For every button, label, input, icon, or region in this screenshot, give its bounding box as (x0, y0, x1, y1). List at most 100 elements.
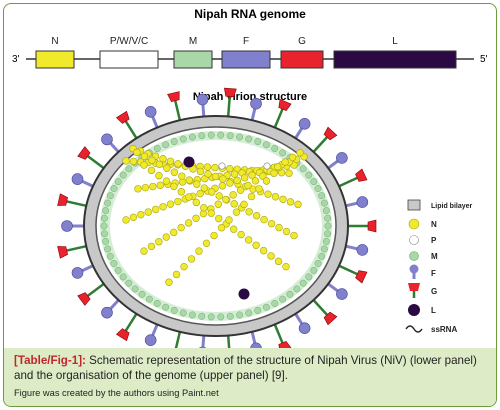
n-protein (187, 255, 196, 263)
n-protein-swatch (408, 218, 420, 230)
m-protein (293, 285, 301, 293)
n-protein (296, 149, 304, 157)
m-protein (162, 141, 170, 149)
n-protein (185, 176, 194, 184)
n-protein (162, 177, 171, 185)
n-protein (245, 208, 253, 216)
genome-title: Nipah RNA genome (194, 7, 306, 21)
gene-box-2 (173, 50, 213, 69)
f-protein-head (71, 267, 84, 279)
n-protein (230, 200, 238, 208)
n-protein (294, 200, 302, 209)
f-protein-head (101, 133, 113, 146)
g-protein-head (278, 98, 292, 111)
f-protein-stalk (201, 335, 206, 348)
m-protein (236, 133, 244, 141)
m-protein (299, 165, 307, 173)
m-protein (170, 138, 178, 146)
n-protein (165, 278, 173, 286)
p-protein (218, 162, 226, 170)
f-protein-head (336, 152, 348, 164)
n-protein (218, 182, 227, 190)
legend-item-4: F (431, 269, 436, 278)
p-protein (202, 239, 211, 248)
n-protein (196, 189, 204, 198)
n-protein (162, 233, 170, 241)
n-protein (159, 203, 167, 211)
m-protein (305, 273, 313, 281)
g-protein-head (115, 110, 130, 124)
n-protein (214, 200, 222, 208)
f-protein-head (298, 118, 311, 130)
legend-item-6: L (431, 306, 436, 315)
g-protein-swatch-head (408, 283, 420, 291)
m-protein (198, 312, 206, 320)
n-protein (210, 231, 218, 240)
p-protein (259, 172, 267, 180)
m-protein (110, 260, 118, 267)
n-protein (192, 214, 200, 223)
legend-item-0: Lipid bilayer (431, 203, 473, 210)
n-protein (240, 200, 248, 209)
n-protein (244, 236, 253, 244)
n-protein (275, 223, 283, 232)
n-protein (147, 242, 156, 251)
g-protein-head (278, 341, 292, 348)
m-protein (318, 252, 326, 260)
n-protein (264, 190, 272, 198)
m-protein (320, 199, 328, 207)
m-protein (262, 303, 270, 311)
m-protein (179, 309, 187, 317)
m-protein (299, 279, 307, 287)
n-protein (279, 195, 287, 203)
n-protein (141, 183, 150, 192)
m-protein (236, 311, 244, 319)
g-protein-stalk (338, 264, 358, 276)
n-protein (281, 158, 289, 166)
g-protein-stalk (273, 108, 284, 129)
l-polymerase (238, 288, 250, 300)
p-protein (240, 174, 249, 182)
m-protein (318, 192, 326, 200)
n-protein (286, 198, 295, 206)
genome-3prime-label: 3' (12, 54, 20, 65)
n-protein (236, 186, 245, 194)
n-protein (148, 156, 156, 165)
gene-label-3: F (243, 36, 249, 47)
m-protein (207, 131, 215, 139)
n-protein (203, 163, 212, 171)
m-protein (279, 295, 287, 303)
f-protein-head (144, 334, 157, 346)
g-protein-head (77, 292, 91, 306)
m-protein (226, 132, 234, 140)
g-protein-head (167, 91, 180, 103)
m-protein (217, 313, 225, 321)
m-protein (207, 313, 215, 321)
f-protein-head (250, 97, 262, 110)
legend-item-3: M (431, 252, 438, 261)
caption-label: [Table/Fig-1]: (14, 354, 86, 367)
n-protein (251, 177, 260, 185)
n-protein (193, 180, 201, 188)
n-protein (262, 177, 271, 185)
n-protein (134, 185, 142, 193)
n-protein (288, 153, 297, 162)
n-protein (285, 169, 293, 177)
m-protein (153, 300, 161, 307)
g-protein-stalk (338, 176, 358, 188)
n-protein (260, 215, 268, 224)
n-protein (252, 241, 260, 249)
m-protein (226, 312, 234, 320)
m-protein (100, 222, 108, 230)
m-protein (145, 295, 153, 303)
n-protein (177, 223, 185, 232)
n-protein (215, 192, 223, 200)
m-protein (125, 165, 133, 173)
n-protein (156, 181, 164, 190)
n-protein (271, 193, 280, 201)
lipid-bilayer-swatch (407, 199, 421, 211)
n-protein (248, 171, 256, 179)
n-protein (200, 204, 208, 212)
